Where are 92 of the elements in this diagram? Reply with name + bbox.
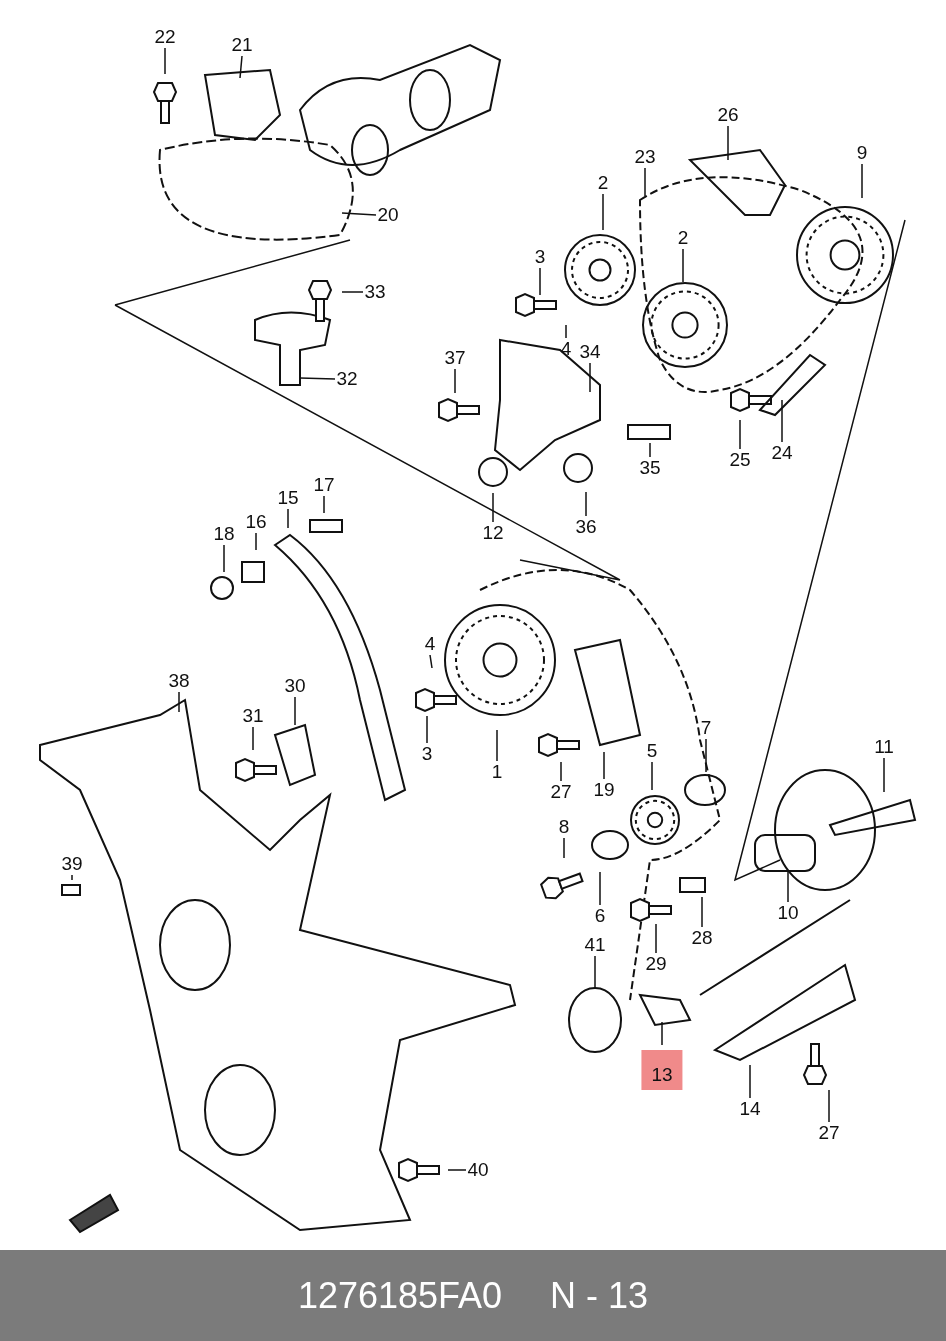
leader-line xyxy=(739,419,741,450)
callout-number: 21 xyxy=(230,34,254,56)
part-number-text: 1276185FA0 xyxy=(297,1274,503,1317)
callout-number: 3 xyxy=(533,246,547,268)
callout-number: 4 xyxy=(559,338,573,360)
leader-line xyxy=(701,896,703,928)
leader-line xyxy=(749,1064,751,1099)
leader-line xyxy=(661,1021,663,1046)
callout-number: 1 xyxy=(490,761,504,783)
leader-line xyxy=(178,691,180,713)
callout-number: 10 xyxy=(776,902,800,924)
leader-line xyxy=(287,508,289,529)
leader-line xyxy=(705,738,707,773)
leader-line xyxy=(492,492,494,523)
callout-number: 6 xyxy=(593,905,607,927)
leader-line xyxy=(496,729,498,762)
leader-line xyxy=(563,837,565,859)
leader-line xyxy=(223,544,225,573)
leader-line xyxy=(164,47,166,75)
callout-number: 16 xyxy=(244,511,268,533)
leader-line xyxy=(299,377,336,380)
callout-number: 24 xyxy=(770,442,794,464)
callout-number: 4 xyxy=(423,633,437,655)
leader-line xyxy=(565,324,567,339)
leader-line xyxy=(71,874,73,881)
callout-number: 31 xyxy=(241,705,265,727)
leader-line xyxy=(861,163,863,199)
leader-line xyxy=(682,248,684,283)
callout-number: 7 xyxy=(699,717,713,739)
callout-number: 2 xyxy=(596,172,610,194)
leader-line xyxy=(585,491,587,517)
callout-number: 38 xyxy=(167,670,191,692)
callout-number: 33 xyxy=(363,281,387,303)
leader-line xyxy=(828,1089,830,1123)
leader-line xyxy=(589,362,591,393)
part-number-text: N - 13 xyxy=(550,1274,649,1317)
callout-number: 8 xyxy=(557,816,571,838)
callout-number: 11 xyxy=(873,736,895,758)
leader-line xyxy=(255,532,257,551)
leader-line xyxy=(781,399,783,443)
callout-number: 27 xyxy=(549,781,573,803)
leader-line xyxy=(603,751,605,780)
callout-number: 30 xyxy=(283,675,307,697)
leader-line xyxy=(447,1169,467,1171)
leader-line xyxy=(883,757,885,793)
leader-line xyxy=(294,696,296,726)
leader-line xyxy=(539,267,541,296)
leader-line xyxy=(651,761,653,791)
callout-number: 29 xyxy=(644,953,668,975)
callout-number: 12 xyxy=(481,522,505,544)
callout-number: 23 xyxy=(633,146,657,168)
leader-line xyxy=(239,55,243,79)
callout-number: 28 xyxy=(690,927,714,949)
leader-line xyxy=(323,495,325,514)
callout-number: 19 xyxy=(592,779,616,801)
callout-number: 39 xyxy=(60,853,84,875)
callout-number: 14 xyxy=(738,1098,762,1120)
callout-number: 17 xyxy=(312,474,336,496)
leader-line xyxy=(594,955,596,989)
leader-line xyxy=(644,167,646,197)
leader-line xyxy=(341,212,377,216)
leader-line xyxy=(655,923,657,954)
callout-number: 36 xyxy=(574,516,598,538)
leader-line xyxy=(429,654,433,669)
leader-line xyxy=(560,761,562,782)
leader-line xyxy=(787,871,789,903)
leader-line xyxy=(426,715,428,744)
callout-number: 13 xyxy=(641,1050,683,1090)
callout-number: 40 xyxy=(466,1159,490,1181)
callout-number: 22 xyxy=(153,26,177,48)
callout-number: 20 xyxy=(376,204,400,226)
callout-number: 32 xyxy=(335,368,359,390)
callout-number: 25 xyxy=(728,449,752,471)
leader-line xyxy=(454,368,456,394)
leader-line xyxy=(602,193,604,231)
callout-number: 5 xyxy=(645,740,659,762)
leader-line xyxy=(649,442,651,458)
leader-line xyxy=(252,726,254,751)
callout-number: 26 xyxy=(716,104,740,126)
leader-line xyxy=(341,291,364,293)
callout-number: 18 xyxy=(212,523,236,545)
callout-number: 15 xyxy=(276,487,300,509)
callout-number: 9 xyxy=(855,142,869,164)
leader-line xyxy=(727,125,729,161)
callout-number: 37 xyxy=(443,347,467,369)
callout-number: 27 xyxy=(817,1122,841,1144)
leader-line xyxy=(599,871,601,906)
callout-number: 35 xyxy=(638,457,662,479)
callout-number: 34 xyxy=(578,341,602,363)
callout-number: 2 xyxy=(676,227,690,249)
callout-number: 3 xyxy=(420,743,434,765)
callout-number: 41 xyxy=(583,934,607,956)
